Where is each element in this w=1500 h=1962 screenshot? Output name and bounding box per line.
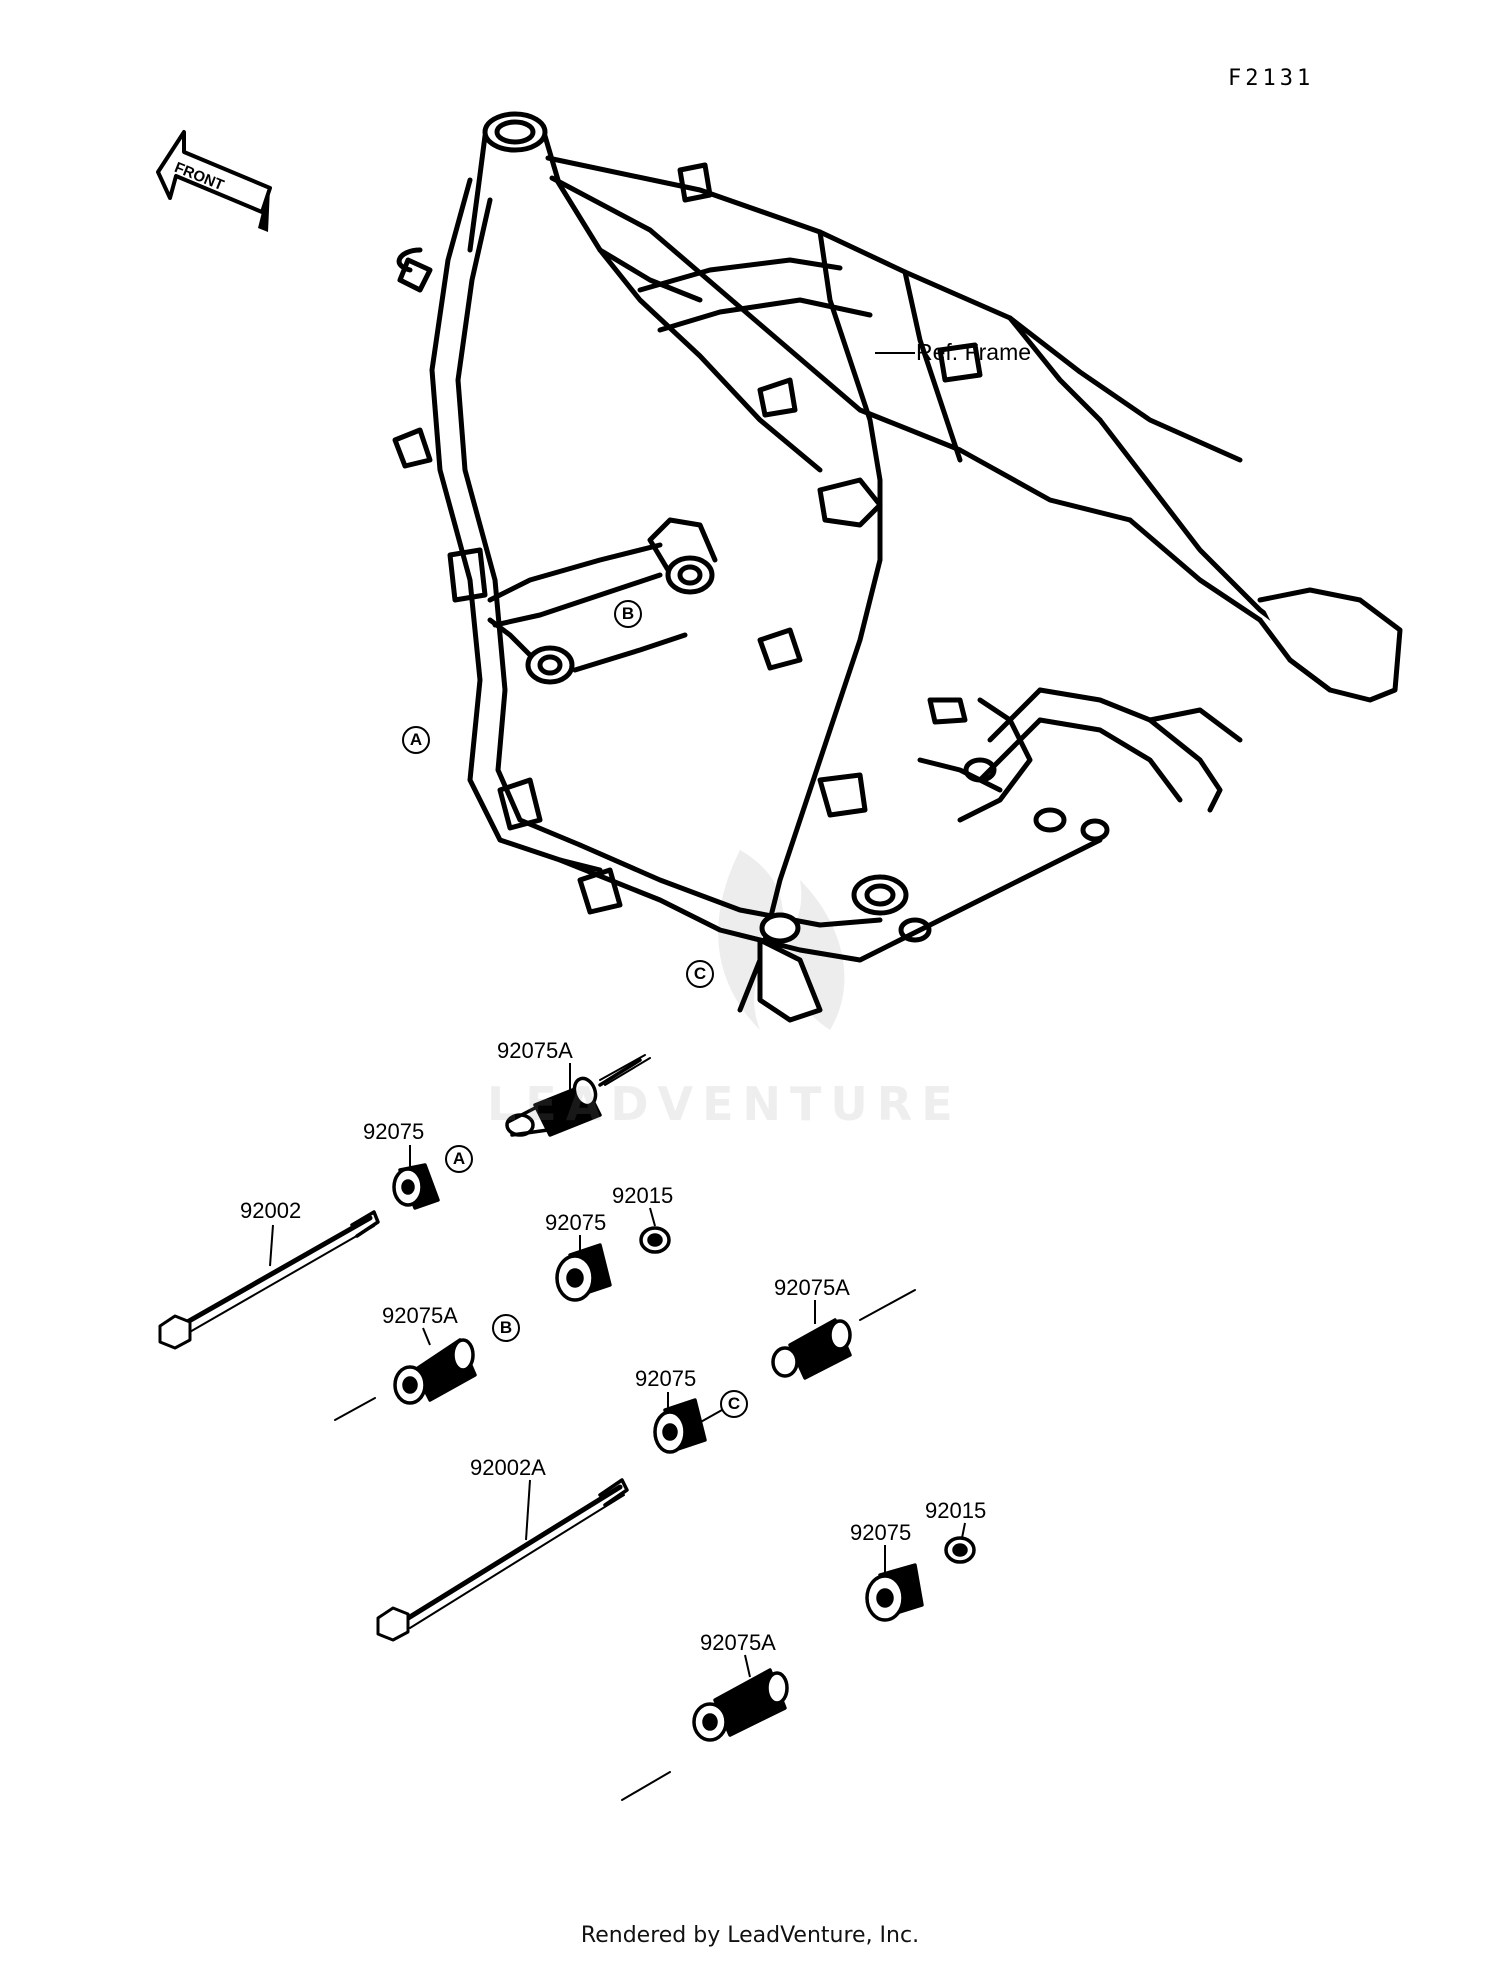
watermark-text: LEADVENTURE <box>487 1077 962 1131</box>
part-label-92015-1: 92015 <box>612 1183 674 1208</box>
bushing-92075a-lower <box>692 1668 789 1742</box>
bolt-92002 <box>158 1210 380 1350</box>
callout-b-parts: B <box>492 1314 520 1342</box>
callout-a-frame: A <box>402 726 430 754</box>
spacer-92075-3 <box>653 1398 707 1454</box>
spacer-92075-2 <box>555 1243 612 1302</box>
ref-frame-label: Ref. Frame <box>916 339 1032 365</box>
part-label-92075a-lower: 92075A <box>700 1630 776 1655</box>
part-label-92002: 92002 <box>240 1198 302 1223</box>
bushing-92075a-c <box>771 1318 852 1380</box>
callout-a-parts: A <box>445 1145 473 1173</box>
bushing-92075a-upper <box>505 1058 642 1137</box>
part-label-92075-1: 92075 <box>363 1119 425 1144</box>
callout-c-frame: C <box>686 960 714 988</box>
front-arrow-icon <box>156 130 272 232</box>
nut-92015-2 <box>944 1536 976 1564</box>
bolt-92002a <box>376 1478 629 1642</box>
figure-code: F2131 <box>1228 66 1315 91</box>
motorcycle-frame <box>392 111 1403 1023</box>
footer-credit: Rendered by LeadVenture, Inc. <box>580 1923 920 1948</box>
callout-b-frame: B <box>614 600 642 628</box>
part-label-92002a: 92002A <box>470 1455 546 1480</box>
exploded-parts <box>158 1054 976 1801</box>
bushing-92075a-b <box>393 1338 477 1405</box>
part-label-92075a-b: 92075A <box>382 1303 458 1328</box>
spacer-92075-4 <box>865 1563 924 1622</box>
part-label-92075-4: 92075 <box>850 1520 912 1545</box>
nut-92015-1 <box>639 1226 671 1254</box>
part-label-92075a-c: 92075A <box>774 1275 850 1300</box>
part-label-92075-2: 92075 <box>545 1210 607 1235</box>
part-label-92075-3: 92075 <box>635 1366 697 1391</box>
spacer-92075-1 <box>392 1163 440 1210</box>
leader-lines <box>269 1063 966 1678</box>
part-label-92075a-upper: 92075A <box>497 1038 573 1063</box>
part-label-92015-2: 92015 <box>925 1498 987 1523</box>
callout-c-parts: C <box>720 1390 748 1418</box>
